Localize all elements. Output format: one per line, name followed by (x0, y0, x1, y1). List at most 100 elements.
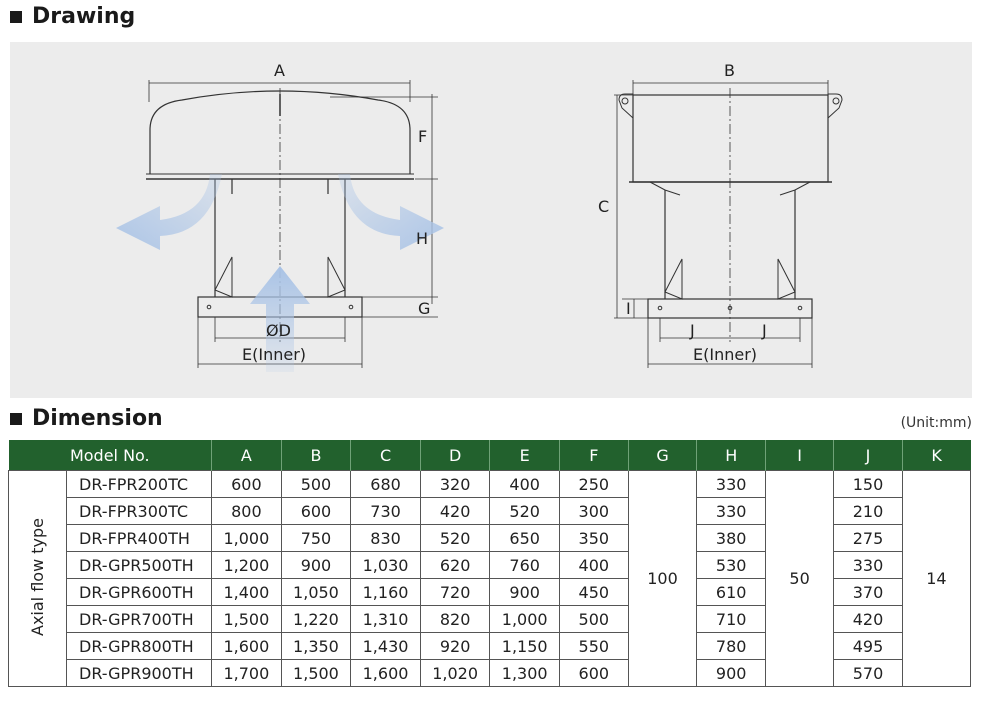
group-label: Axial flow type (28, 517, 47, 636)
cell-h: 780 (696, 632, 767, 660)
header-h: H (696, 440, 766, 471)
header-model: Model No. (8, 440, 212, 471)
header-g: G (627, 440, 697, 471)
cell-j: 370 (833, 578, 903, 606)
cell-b: 1,350 (280, 632, 352, 660)
cell-e: 900 (489, 578, 560, 606)
cell-c: 680 (350, 470, 421, 498)
label-b: B (724, 61, 735, 80)
cell-d: 620 (419, 551, 491, 579)
cell-k-shared: 14 (901, 470, 972, 687)
cell-j: 570 (833, 659, 903, 687)
label-c: C (598, 197, 609, 216)
square-bullet-icon (10, 10, 22, 23)
cell-h: 330 (696, 470, 767, 498)
cell-d: 1,020 (419, 659, 491, 687)
unit-label: (Unit:mm) (900, 415, 972, 431)
table-row: DR-FPR300TC 800 600 730 420 520 300 330 … (9, 497, 971, 525)
table-row: DR-GPR900TH 1,700 1,500 1,600 1,020 1,30… (9, 659, 971, 687)
cell-e: 520 (489, 497, 560, 525)
cell-h: 900 (696, 659, 767, 687)
label-h: H (416, 229, 428, 248)
cell-g-shared: 100 (627, 470, 698, 687)
header-c: C (350, 440, 421, 471)
header-d: D (419, 440, 490, 471)
cell-j: 150 (833, 470, 903, 498)
cell-a: 800 (211, 497, 282, 525)
cell-f: 400 (558, 551, 629, 579)
dimension-table: Model No. A B C D E F G H I J K Axial fl… (8, 440, 972, 687)
cell-a: 1,200 (211, 551, 282, 579)
cell-b: 500 (280, 470, 352, 498)
cell-d: 920 (419, 632, 491, 660)
label-d: ØD (266, 321, 291, 340)
airflow-arrows (116, 174, 444, 372)
cell-d: 420 (419, 497, 491, 525)
cell-model: DR-GPR800TH (65, 632, 213, 660)
cell-e: 760 (489, 551, 560, 579)
cell-h: 380 (696, 524, 767, 552)
cell-f: 600 (558, 659, 629, 687)
cell-c: 1,160 (350, 578, 421, 606)
table-row: DR-GPR500TH 1,200 900 1,030 620 760 400 … (9, 551, 971, 579)
cell-e: 1,150 (489, 632, 560, 660)
cell-model: DR-FPR300TC (65, 497, 213, 525)
cell-model: DR-FPR400TH (65, 524, 213, 552)
header-i: I (765, 440, 834, 471)
cell-d: 720 (419, 578, 491, 606)
cell-c: 830 (350, 524, 421, 552)
header-f: F (558, 440, 629, 471)
cell-f: 550 (558, 632, 629, 660)
cell-model: DR-GPR700TH (65, 605, 213, 633)
table-row: DR-FPR400TH 1,000 750 830 520 650 350 38… (9, 524, 971, 552)
cell-h: 710 (696, 605, 767, 633)
header-b: B (280, 440, 351, 471)
cell-b: 900 (280, 551, 352, 579)
label-e-left: E(Inner) (242, 345, 306, 364)
cell-c: 1,430 (350, 632, 421, 660)
label-a: A (274, 61, 285, 80)
cell-f: 450 (558, 578, 629, 606)
cell-e: 1,000 (489, 605, 560, 633)
cell-c: 730 (350, 497, 421, 525)
cell-d: 320 (419, 470, 491, 498)
cell-model: DR-GPR600TH (65, 578, 213, 606)
header-j: J (833, 440, 903, 471)
header-e: E (489, 440, 560, 471)
dimension-section-title: Dimension (10, 406, 163, 431)
group-label-cell: Axial flow type (8, 470, 67, 687)
cell-j: 330 (833, 551, 903, 579)
cell-a: 1,700 (211, 659, 282, 687)
cell-model: DR-GPR900TH (65, 659, 213, 687)
table-row: Axial flow type DR-FPR200TC 600 500 680 … (8, 470, 972, 687)
label-j-left: J (689, 321, 695, 340)
table-row: DR-GPR700TH 1,500 1,220 1,310 820 1,000 … (9, 605, 971, 633)
cell-c: 1,600 (350, 659, 421, 687)
cell-a: 1,400 (211, 578, 282, 606)
cell-f: 350 (558, 524, 629, 552)
side-view-drawing (146, 80, 438, 368)
header-k: K (901, 440, 971, 471)
cell-j: 210 (833, 497, 903, 525)
cell-b: 1,050 (280, 578, 352, 606)
cell-a: 600 (211, 470, 282, 498)
label-g: G (418, 299, 430, 318)
drawing-section-title: Drawing (10, 4, 135, 29)
label-j-right: J (761, 321, 767, 340)
cell-f: 500 (558, 605, 629, 633)
table-header-row: Model No. A B C D E F G H I J K (8, 440, 971, 471)
cell-model: DR-FPR200TC (65, 470, 213, 498)
label-f: F (418, 127, 427, 146)
cell-b: 1,220 (280, 605, 352, 633)
label-i: I (626, 299, 631, 318)
cell-h: 330 (696, 497, 767, 525)
cell-b: 600 (280, 497, 352, 525)
technical-drawing: A F H G ØD E(Inner) (116, 61, 843, 372)
cell-e: 400 (489, 470, 560, 498)
cell-f: 250 (558, 470, 629, 498)
cell-e: 1,300 (489, 659, 560, 687)
cell-b: 750 (280, 524, 352, 552)
dimension-title-text: Dimension (32, 406, 163, 431)
cell-j: 275 (833, 524, 903, 552)
square-bullet-icon (10, 412, 22, 425)
